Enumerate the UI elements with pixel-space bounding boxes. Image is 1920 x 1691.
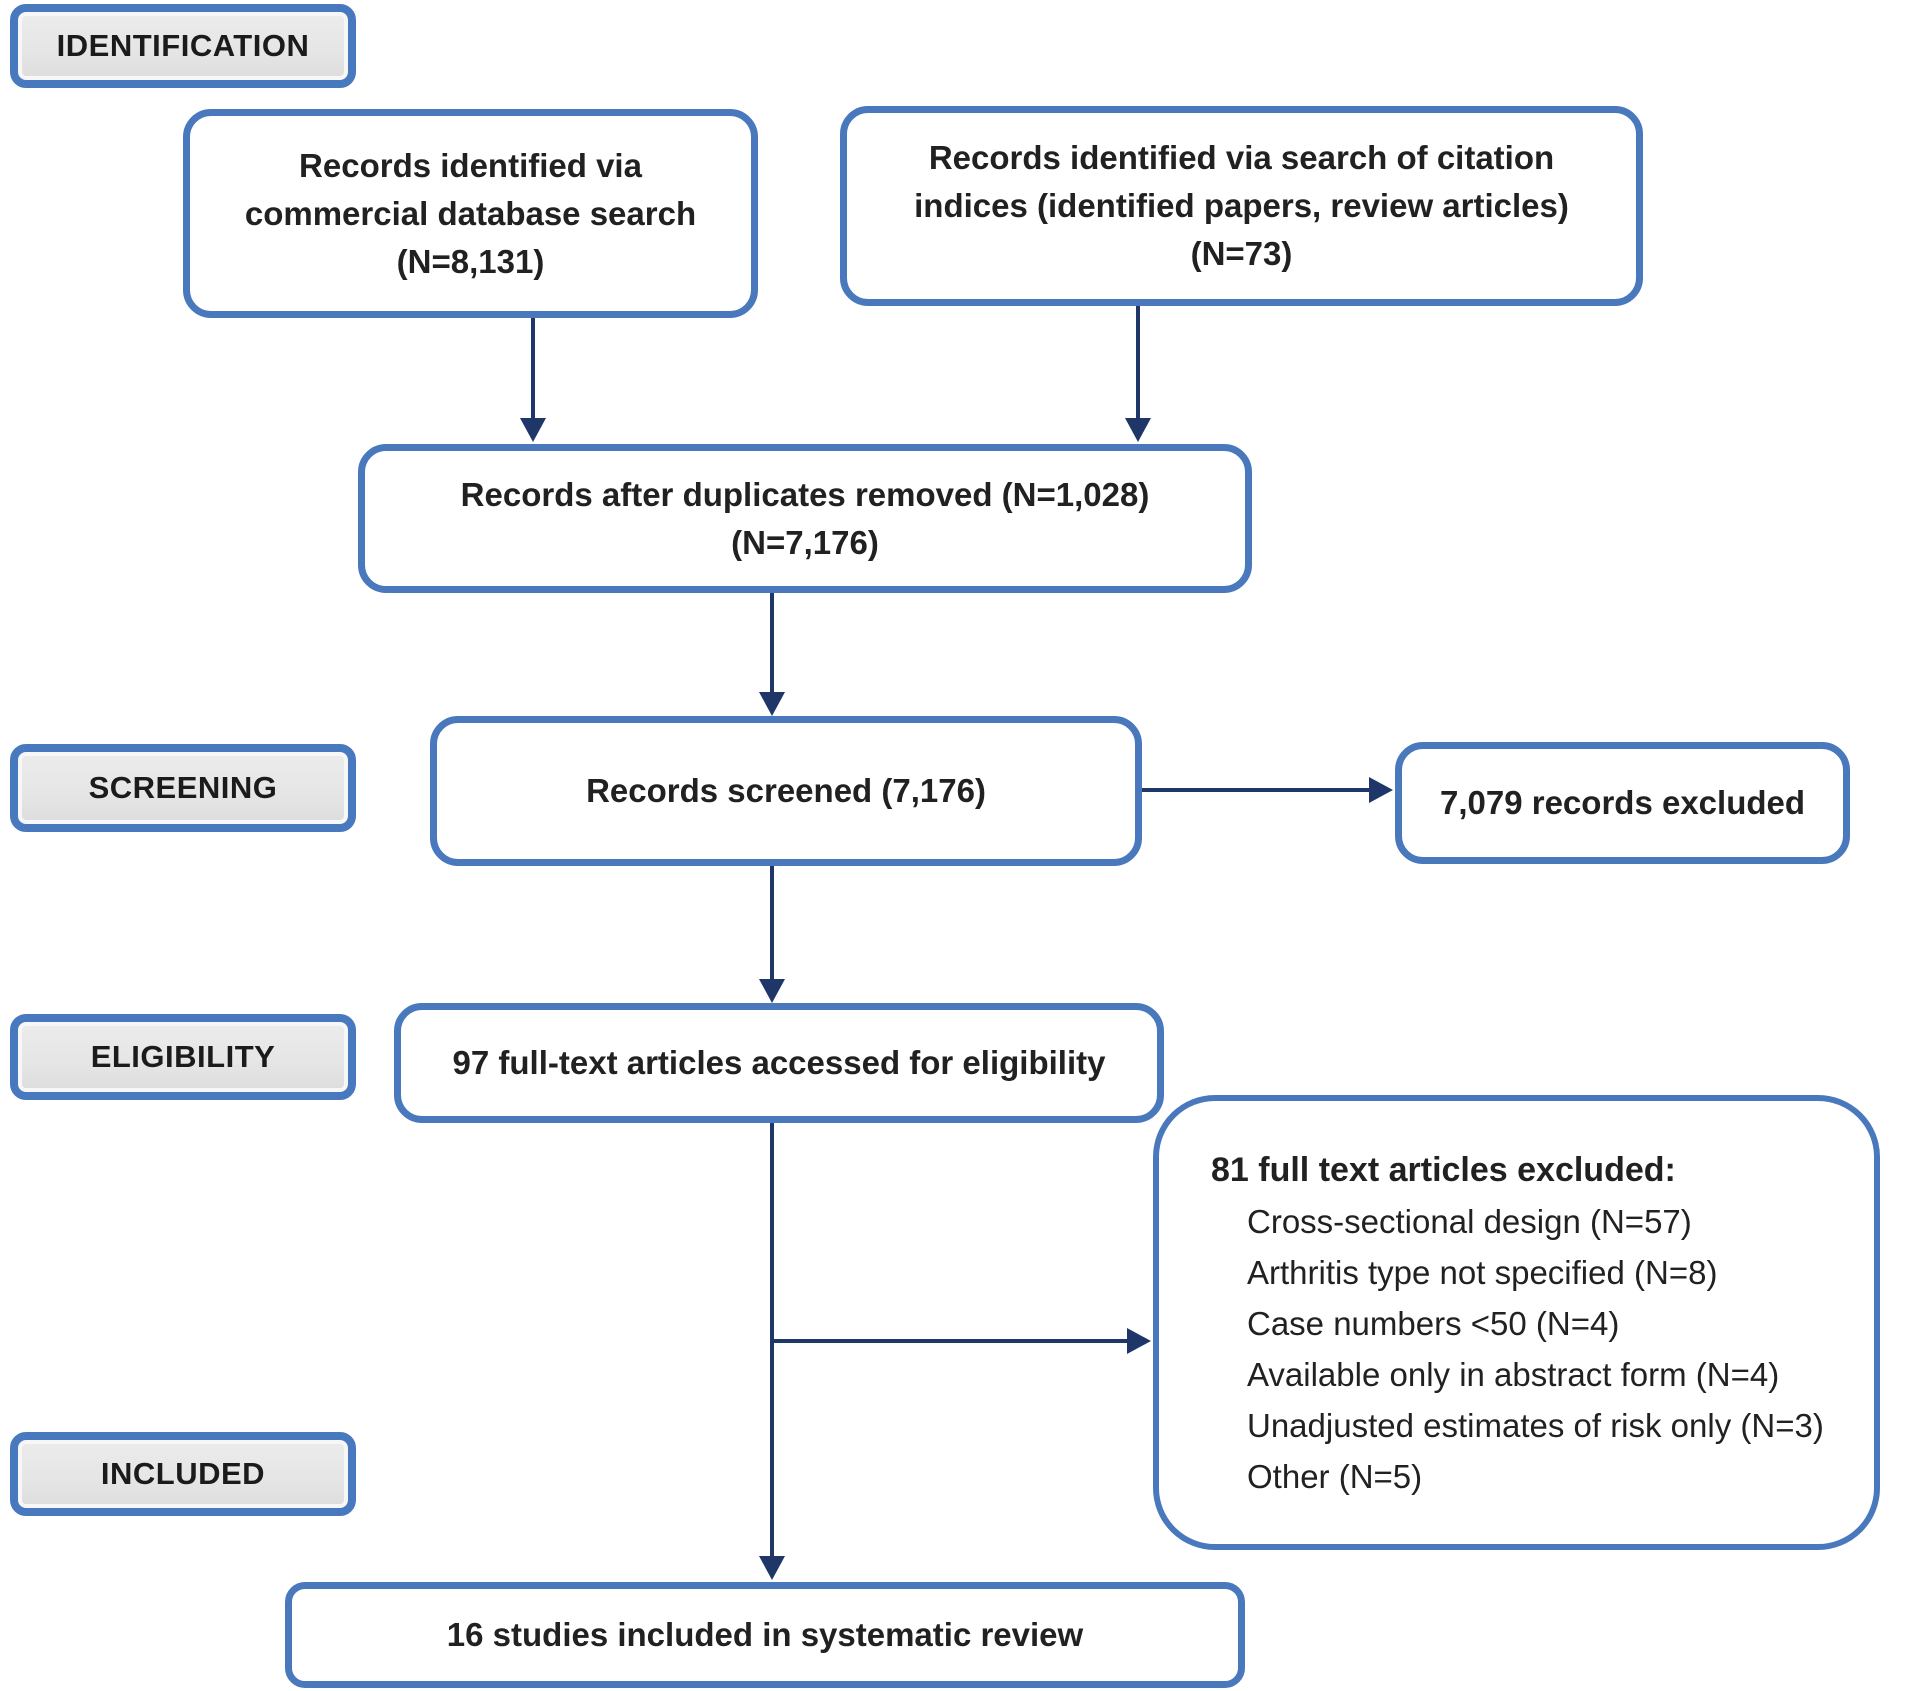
arrowhead-right-icon: [1369, 777, 1393, 803]
box-records-citation-indices: Records identified via search of citatio…: [840, 106, 1643, 306]
stage-label-text: SCREENING: [88, 770, 278, 805]
exclusion-item: Cross-sectional design (N=57): [1247, 1203, 1692, 1240]
box-text-line: (N=8,131): [396, 242, 545, 280]
box-fulltext-assessed: 97 full-text articles accessed for eligi…: [394, 1003, 1164, 1123]
exclusion-item: Arthritis type not specified (N=8): [1247, 1254, 1718, 1291]
exclusion-item: Available only in abstract form (N=4): [1247, 1356, 1780, 1393]
stage-label-text: ELIGIBILITY: [90, 1039, 276, 1074]
box-records-screened: Records screened (7,176): [430, 716, 1142, 866]
arrow-line: [772, 1339, 1129, 1343]
arrowhead-down-icon: [759, 692, 785, 716]
stage-label-text: INCLUDED: [100, 1456, 266, 1491]
stage-label-included: INCLUDED: [10, 1432, 356, 1516]
arrowhead-down-icon: [520, 418, 546, 442]
box-after-duplicates-removed: Records after duplicates removed (N=1,02…: [358, 444, 1252, 593]
arrow-line: [770, 593, 774, 694]
box-fulltext-excluded-reasons: 81 full text articles excluded: Cross-se…: [1153, 1095, 1880, 1550]
stage-label-screening: SCREENING: [10, 744, 356, 832]
box-text-line: Records identified via: [299, 146, 642, 184]
arrow-line: [531, 318, 535, 420]
arrowhead-down-icon: [1125, 418, 1151, 442]
arrow-line: [770, 866, 774, 981]
arrowhead-right-icon: [1127, 1328, 1151, 1354]
arrow-line: [1136, 306, 1140, 420]
box-text-line: Records identified via search of citatio…: [928, 139, 1555, 176]
box-text-line: 7,079 records excluded: [1439, 784, 1806, 821]
arrowhead-down-icon: [759, 1556, 785, 1580]
stage-label-text: IDENTIFICATION: [56, 28, 310, 63]
box-included-systematic-review: 16 studies included in systematic review: [285, 1582, 1245, 1688]
box-text-line: Records after duplicates removed (N=1,02…: [460, 475, 1150, 513]
box-text-line: Records screened (7,176): [586, 772, 986, 809]
exclusion-item: Case numbers <50 (N=4): [1247, 1305, 1620, 1342]
box-records-excluded: 7,079 records excluded: [1395, 742, 1850, 864]
exclusion-item: Unadjusted estimates of risk only (N=3): [1247, 1407, 1824, 1444]
exclusion-item: Other (N=5): [1247, 1458, 1423, 1495]
exclusion-heading: 81 full text articles excluded:: [1211, 1151, 1676, 1189]
box-text-line: (N=7,176): [731, 523, 879, 561]
box-text-line: 16 studies included in systematic review: [446, 1616, 1084, 1653]
box-text-line: (N=73): [1190, 235, 1293, 272]
stage-label-identification: IDENTIFICATION: [10, 4, 356, 88]
box-text-line: commercial database search: [244, 194, 697, 232]
arrowhead-down-icon: [759, 979, 785, 1003]
stage-label-eligibility: ELIGIBILITY: [10, 1014, 356, 1100]
box-text-line: 97 full-text articles accessed for eligi…: [452, 1044, 1106, 1081]
box-text-line: indices (identified papers, review artic…: [914, 187, 1569, 224]
arrow-line: [1142, 788, 1371, 792]
box-records-database-search: Records identified via commercial databa…: [183, 109, 758, 318]
